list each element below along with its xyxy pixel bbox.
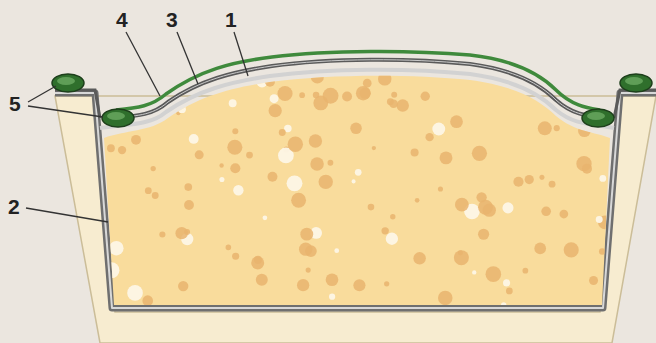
- film-layer-3: [110, 60, 606, 118]
- leader-line: [26, 32, 248, 222]
- seal: [52, 74, 652, 127]
- food-filling: [104, 76, 610, 305]
- callout-number: 4: [116, 9, 128, 30]
- callout-number: 5: [9, 93, 21, 114]
- callout-number: 2: [8, 196, 20, 217]
- film-layer-3-inner: [110, 60, 606, 118]
- food-texture: [104, 70, 612, 307]
- callout-number: 3: [166, 9, 178, 30]
- film-layer-1: [100, 70, 614, 128]
- callout-number: 1: [225, 9, 237, 30]
